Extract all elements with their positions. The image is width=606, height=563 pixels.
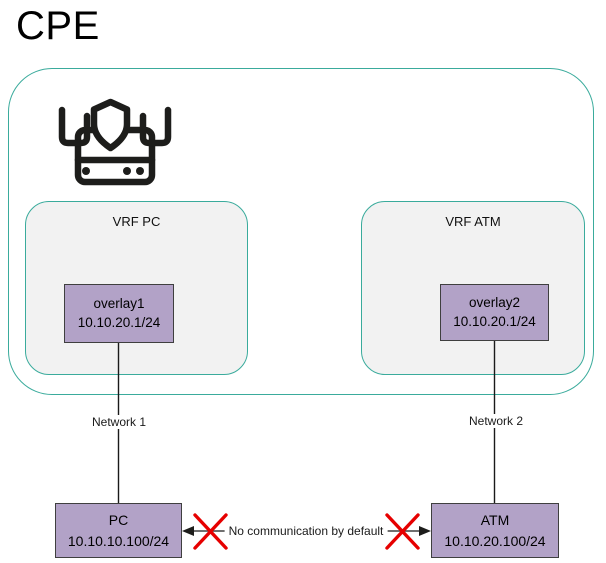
host-ip: 10.10.10.100/24	[67, 532, 170, 549]
no-communication-label: No communication by default	[224, 524, 388, 538]
interface-box-overlay1: overlay1 10.10.20.1/24	[64, 284, 174, 343]
page-title: CPE	[16, 4, 100, 48]
network2-label: Network 2	[465, 414, 527, 428]
host-name: PC	[108, 512, 129, 529]
interface-ip: 10.10.20.1/24	[453, 313, 536, 329]
network1-label: Network 1	[88, 415, 150, 429]
blocked-cross-right	[385, 513, 420, 550]
arrowhead-left	[182, 526, 194, 536]
vrf-pc-label: VRF PC	[112, 214, 161, 229]
arrowhead-right	[419, 526, 431, 536]
interface-ip: 10.10.20.1/24	[77, 314, 161, 330]
vrf-atm-label: VRF ATM	[445, 214, 501, 229]
interface-name: overlay1	[93, 295, 145, 311]
host-box-atm: ATM 10.10.20.100/24	[431, 503, 559, 558]
router-leds	[82, 167, 144, 175]
interface-box-overlay2: overlay2 10.10.20.1/24	[440, 284, 549, 341]
interface-name: overlay2	[468, 294, 521, 310]
secure-router-icon	[58, 98, 172, 186]
host-name: ATM	[480, 512, 510, 529]
blocked-cross-left	[193, 513, 228, 550]
host-ip: 10.10.20.100/24	[444, 532, 546, 549]
host-box-pc: PC 10.10.10.100/24	[55, 503, 182, 558]
